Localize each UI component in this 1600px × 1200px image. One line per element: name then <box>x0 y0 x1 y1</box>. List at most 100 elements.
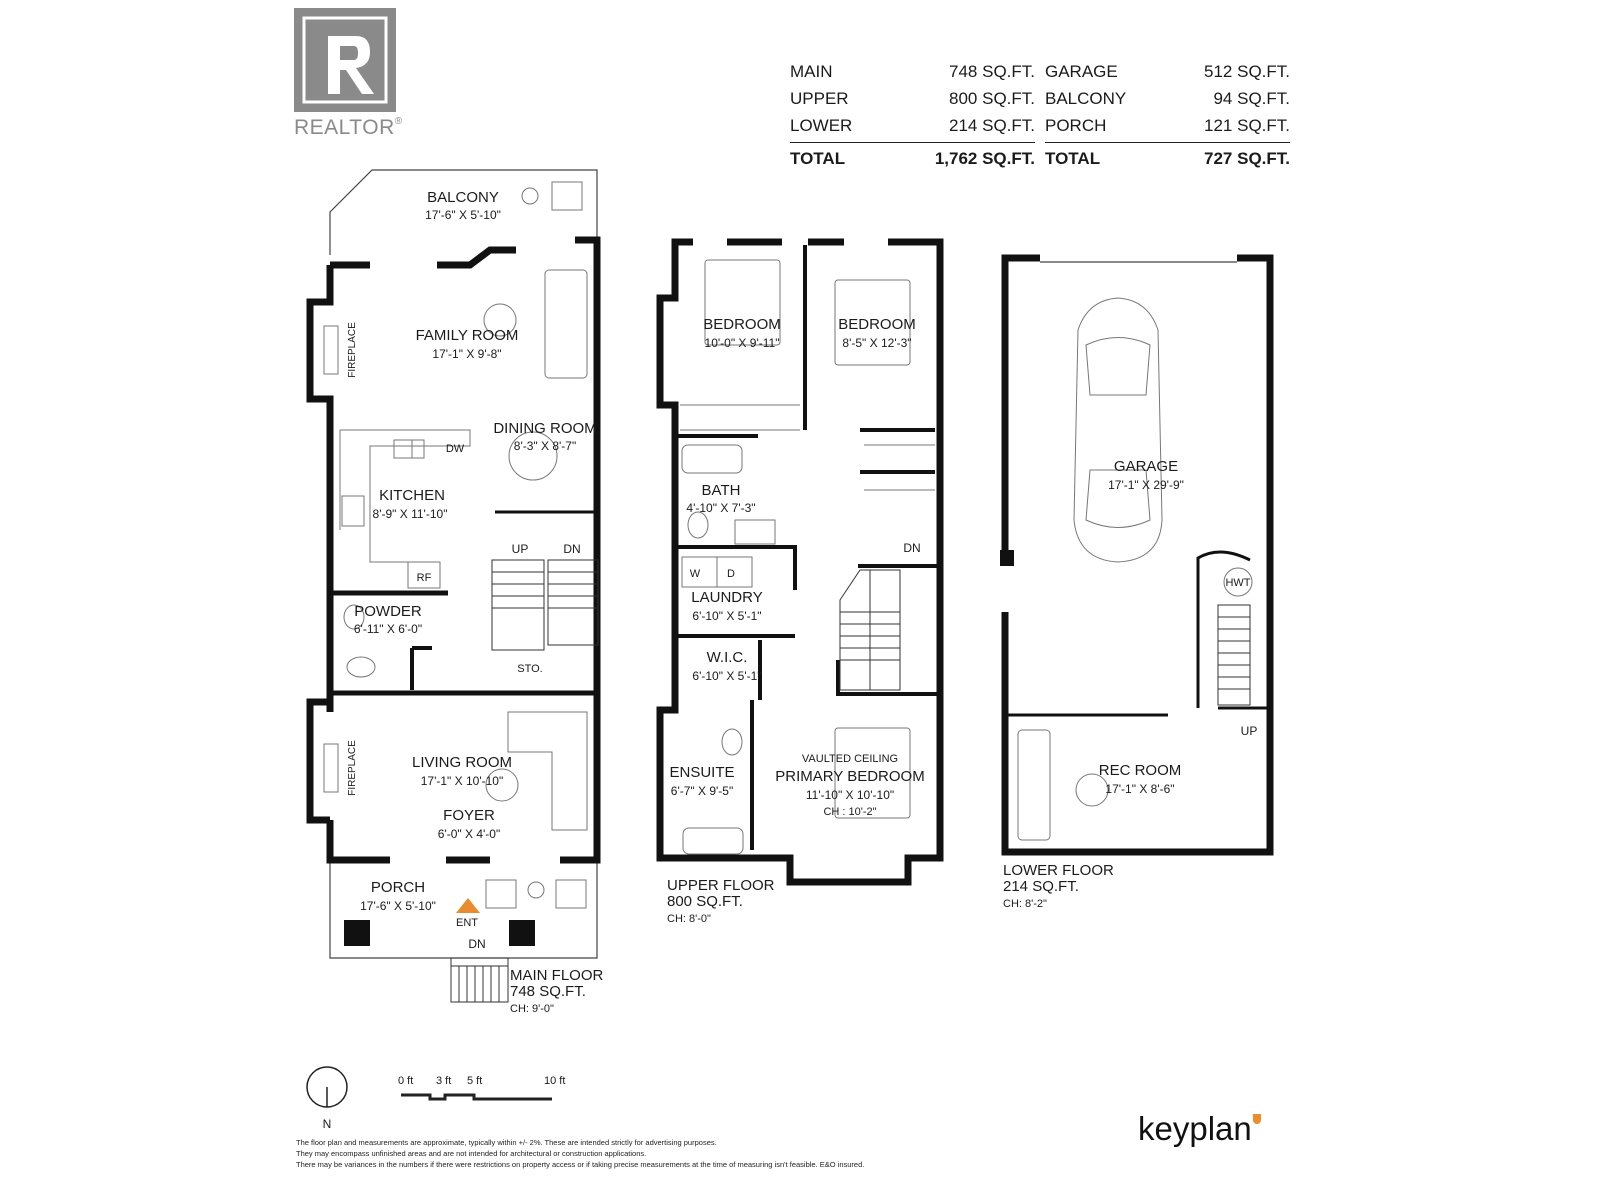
bath-toilet-icon <box>687 511 709 539</box>
area-value: 94 SQ.FT. <box>1213 89 1290 108</box>
bedroom-2-dims: 8'-5" X 12'-3" <box>842 336 911 350</box>
area-label: PORCH <box>1045 116 1107 135</box>
bath-name: BATH <box>702 482 741 499</box>
porch-post-right <box>509 920 535 946</box>
scale-tick-10: 10 ft <box>544 1075 565 1087</box>
bathtub-icon <box>681 444 743 474</box>
balcony-outline <box>329 169 598 255</box>
fireplace-bottom-label: FIREPLACE <box>347 740 358 796</box>
sectional-sofa-icon <box>507 711 588 831</box>
dishwasher-label: DW <box>446 443 465 455</box>
area-total-label: TOTAL <box>1045 149 1101 168</box>
realtor-wordmark: REALTOR® <box>294 116 403 139</box>
fridge-label: RF <box>417 572 432 584</box>
area-total-row: TOTAL 727 SQ.FT. <box>1045 142 1290 172</box>
area-label: UPPER <box>790 89 849 108</box>
ensuite-toilet-icon <box>721 728 743 756</box>
lower-floor-ceiling: CH: 8'-2" <box>1003 898 1047 910</box>
upper-exterior-wall <box>656 238 944 886</box>
primary-bedroom-dims: 11'-10" X 10'-10" <box>806 788 894 802</box>
dining-room-dims: 8'-3" X 8'-7" <box>514 439 576 453</box>
kitchen-counter <box>339 429 471 563</box>
area-row: GARAGE 512 SQ.FT. <box>1045 58 1290 85</box>
water-heater-label: HWT <box>1225 577 1250 589</box>
area-label: GARAGE <box>1045 62 1118 81</box>
foyer-dims: 6'-0" X 4'-0" <box>438 827 500 841</box>
washer-label: W <box>690 568 701 580</box>
fireplace-top-label: FIREPLACE <box>347 322 358 378</box>
upper-floor-ceiling: CH: 8'-0" <box>667 913 711 925</box>
family-room-dims: 17'-1" X 9'-8" <box>432 347 501 361</box>
sink-icon <box>343 604 365 630</box>
bedroom-1-name: BEDROOM <box>703 316 781 333</box>
ensuite-dims: 6'-7" X 9'-5" <box>671 784 733 798</box>
kitchen-name: KITCHEN <box>379 487 445 504</box>
porch-steps <box>450 957 509 1003</box>
balcony-name: BALCONY <box>427 189 499 206</box>
upper-floor-plan: BEDROOM 10'-0" X 9'-11" BEDROOM 8'-5" X … <box>656 238 944 925</box>
area-value: 121 SQ.FT. <box>1204 116 1290 135</box>
ensuite-tub-icon <box>682 827 744 855</box>
scale-bar: 0 ft 3 ft 5 ft 10 ft <box>398 1075 565 1101</box>
foyer-name: FOYER <box>443 807 495 824</box>
area-value: 748 SQ.FT. <box>949 62 1035 81</box>
living-room-name: LIVING ROOM <box>412 754 512 771</box>
area-label: BALCONY <box>1045 89 1127 108</box>
living-room-dims: 17'-1" X 10'-10" <box>421 774 503 788</box>
main-floor-area: 748 SQ.FT. <box>510 983 586 1000</box>
main-floor-caption: MAIN FLOOR <box>510 967 604 984</box>
upper-stairs <box>839 569 901 691</box>
porch-down-label: DN <box>468 937 485 951</box>
sofa-icon <box>544 269 588 379</box>
main-floor-plan: BALCONY 17'-6" X 5'-10" FAMILY ROOM 17'-… <box>306 169 604 1015</box>
primary-bedroom-name: PRIMARY BEDROOM <box>775 768 924 785</box>
lower-floor-area: 214 SQ.FT. <box>1003 878 1079 895</box>
area-row: MAIN 748 SQ.FT. <box>790 58 1035 85</box>
porch-chair-right-icon <box>555 879 587 909</box>
bed-1-icon <box>704 259 781 346</box>
bed-2-icon <box>834 279 911 366</box>
coffee-table-icon <box>485 768 519 802</box>
stair-down-label: DN <box>563 542 580 556</box>
ensuite-name: ENSUITE <box>669 764 734 781</box>
scale-tick-3: 3 ft <box>436 1075 451 1087</box>
keyplan-logo: keyplan <box>1138 1110 1261 1148</box>
area-total-value: 1,762 SQ.FT. <box>934 149 1035 168</box>
closet-rods <box>680 404 935 491</box>
wic-dims: 6'-10" X 5'-1" <box>692 669 761 683</box>
main-exterior-wall <box>306 236 601 864</box>
north-label: N <box>323 1117 332 1131</box>
primary-bed-icon <box>834 727 911 819</box>
family-room-name: FAMILY ROOM <box>416 327 519 344</box>
storage-label: STO. <box>517 663 542 675</box>
dining-room-name: DINING ROOM <box>493 420 596 437</box>
area-label: MAIN <box>790 62 833 81</box>
upper-floor-caption: UPPER FLOOR <box>667 877 775 894</box>
laundry-dims: 6'-10" X 5'-1" <box>692 609 761 623</box>
upper-floor-area: 800 SQ.FT. <box>667 893 743 910</box>
entry-label: ENT <box>456 917 478 929</box>
dryer-icon <box>716 556 753 588</box>
main-stairs <box>491 559 599 651</box>
north-arrow: N <box>306 1066 348 1131</box>
garage-name: GARAGE <box>1114 458 1178 475</box>
upper-interior-wall <box>675 245 940 850</box>
kitchen-dims: 8'-9" X 11'-10" <box>373 507 448 521</box>
fireplace-bottom-icon <box>323 743 339 793</box>
keyplan-accent-icon <box>1252 1114 1261 1124</box>
area-table-right: GARAGE 512 SQ.FT. BALCONY 94 SQ.FT. PORCH 1… <box>1045 58 1290 172</box>
porch-chair-left-icon <box>485 879 517 909</box>
area-value: 512 SQ.FT. <box>1204 62 1290 81</box>
area-total-value: 727 SQ.FT. <box>1204 149 1290 168</box>
balcony-dims: 17'-6" X 5'-10" <box>425 208 501 222</box>
fridge-icon <box>407 561 441 589</box>
balcony-chair-icon <box>551 181 583 211</box>
bedroom-2-name: BEDROOM <box>838 316 916 333</box>
lower-exterior-wall <box>1001 254 1274 856</box>
lower-floor-caption: LOWER FLOOR <box>1003 862 1114 879</box>
